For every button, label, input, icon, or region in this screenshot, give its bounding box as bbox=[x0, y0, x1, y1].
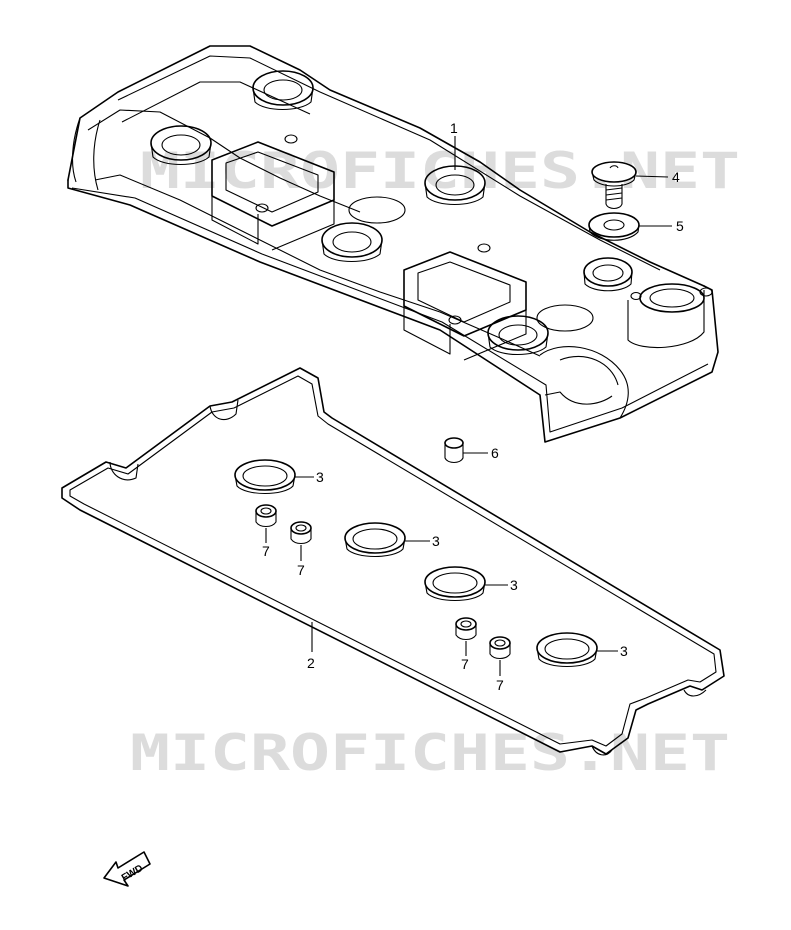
callout-1: 1 bbox=[450, 120, 458, 136]
plug-hole-4 bbox=[321, 222, 383, 262]
callout-4: 4 bbox=[672, 169, 680, 185]
callout-6: 6 bbox=[491, 445, 499, 461]
plug-hole-2 bbox=[150, 125, 212, 165]
callout-7-c: 7 bbox=[461, 656, 469, 672]
grommet-2 bbox=[290, 521, 312, 545]
callout-7-d: 7 bbox=[496, 677, 504, 693]
grommet-4 bbox=[489, 636, 511, 660]
callout-3-c: 3 bbox=[510, 577, 518, 593]
callout-7-b: 7 bbox=[297, 562, 305, 578]
fwd-arrow-icon: FWD bbox=[103, 851, 151, 887]
plug-hole-5 bbox=[583, 257, 633, 292]
dowel-pin bbox=[444, 437, 464, 464]
plug-seal-1 bbox=[234, 459, 296, 494]
plug-seal-2 bbox=[344, 522, 406, 557]
callout-3-d: 3 bbox=[620, 643, 628, 659]
callout-2: 2 bbox=[307, 655, 315, 671]
breather-box-1 bbox=[211, 134, 335, 251]
watermark-bottom: MICROFICHES.NET bbox=[130, 724, 730, 782]
cover-bolt bbox=[591, 161, 637, 210]
grommet-3 bbox=[455, 617, 477, 641]
plug-hole-6 bbox=[487, 315, 549, 355]
grommet-1 bbox=[255, 504, 277, 528]
cover-gasket bbox=[61, 367, 725, 756]
plug-seal-4 bbox=[536, 632, 598, 667]
watermark-top: MICROFICHES.NET bbox=[140, 142, 740, 200]
cylinder-head-cover bbox=[67, 45, 719, 443]
callout-3-a: 3 bbox=[316, 469, 324, 485]
plug-seal-3 bbox=[424, 566, 486, 601]
callout-5: 5 bbox=[676, 218, 684, 234]
callout-7-a: 7 bbox=[262, 543, 270, 559]
breather-box-2 bbox=[403, 243, 527, 361]
plug-hole-1 bbox=[252, 70, 314, 110]
callout-3-b: 3 bbox=[432, 533, 440, 549]
bolt-washer bbox=[588, 212, 640, 241]
